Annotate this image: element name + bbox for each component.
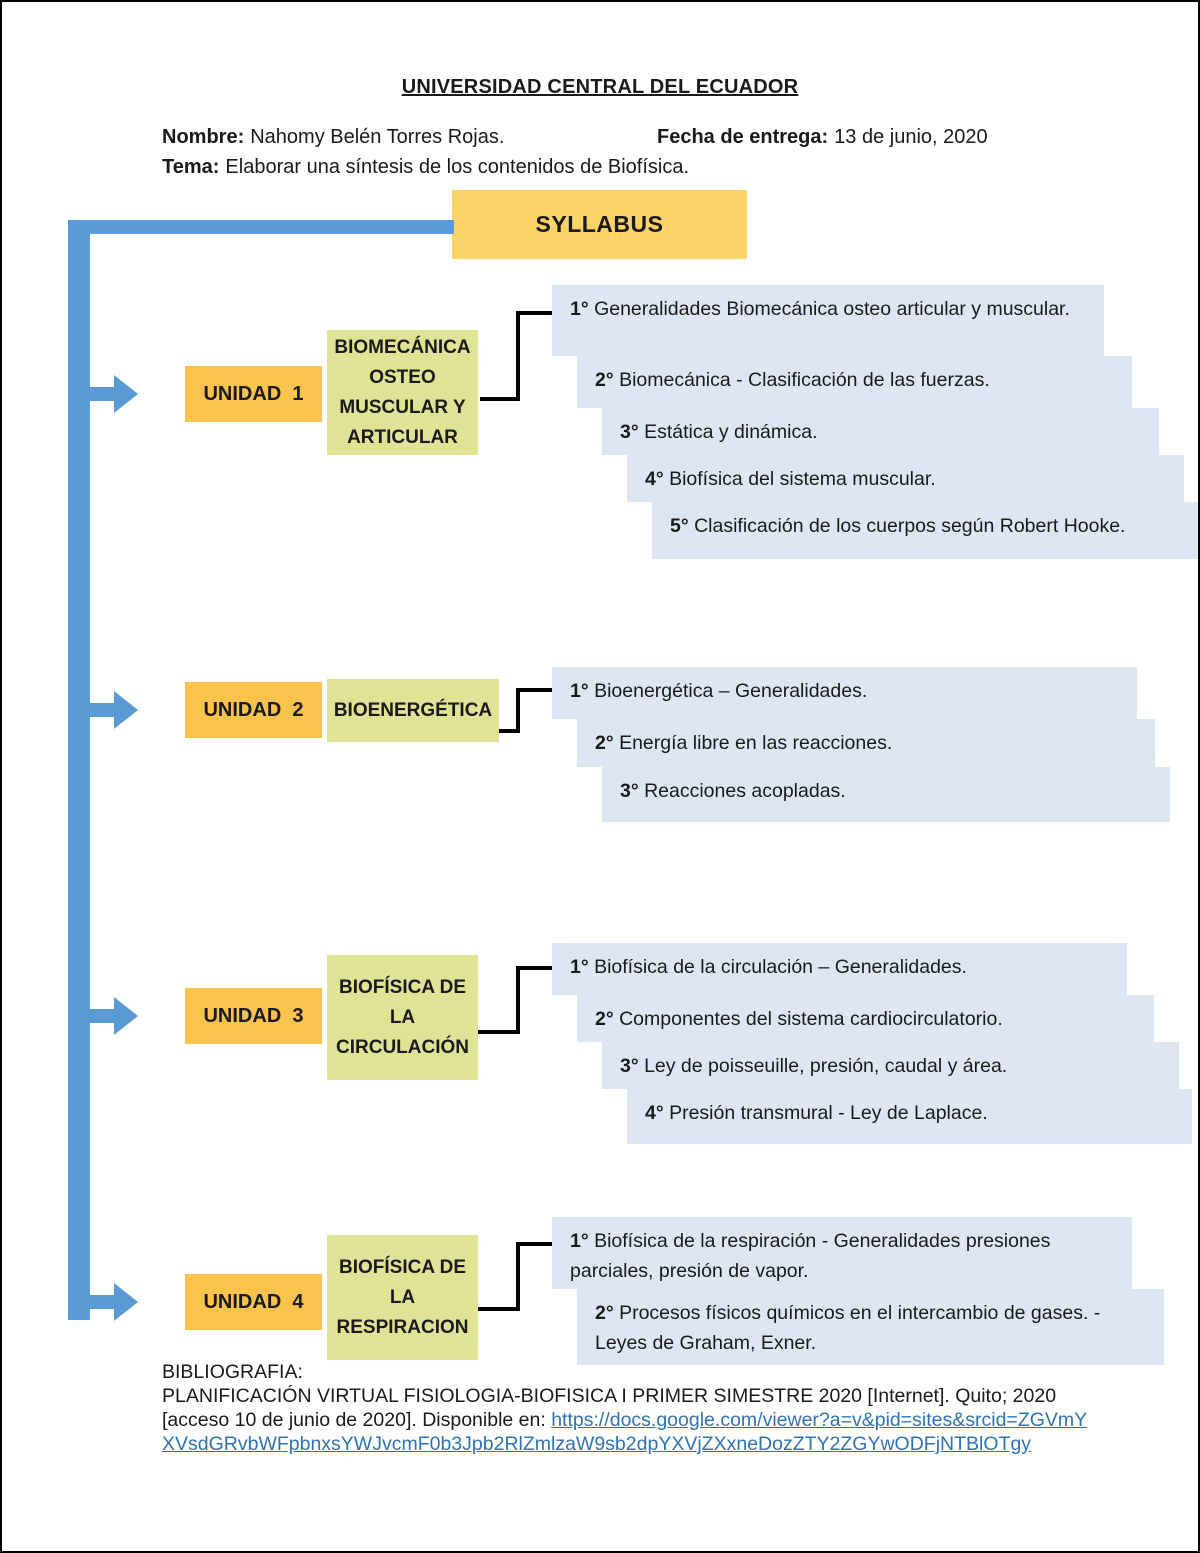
unit-1-item-4: 4° Biofísica del sistema muscular. (627, 455, 1184, 502)
unit-3-topic: BIOFÍSICA DE LA CIRCULACIÓN (336, 976, 469, 1058)
unit-4-label: UNIDAD 4 (203, 1290, 304, 1313)
spine-vertical-line (68, 220, 90, 1320)
unit-3-label: UNIDAD 3 (203, 1004, 304, 1027)
spine-horizontal-line (68, 220, 454, 234)
unit-1-label: UNIDAD 1 (203, 382, 304, 405)
syllabus-box: SYLLABUS (452, 190, 747, 259)
nombre-line: Nombre:Nahomy Belén Torres Rojas. (162, 124, 504, 150)
unit-2-item-3: 3° Reacciones acopladas. (602, 767, 1170, 822)
unit-4-topic: BIOFÍSICA DE LA RESPIRACION (336, 1256, 469, 1338)
unit-4-item-2: 2° Procesos físicos químicos en el inter… (577, 1289, 1164, 1365)
unit-2-item-1: 1° Bioenergética – Generalidades. (552, 667, 1137, 719)
unit-2-topic-box: BIOENERGÉTICA (327, 679, 499, 742)
bibliography-link[interactable]: https://docs.google.com/viewer?a=v&pid=s… (162, 1409, 1088, 1455)
unit-3-item-4: 4° Presión transmural - Ley de Laplace. (627, 1089, 1192, 1144)
unit-1-item-2: 2° Biomecánica - Clasificación de las fu… (577, 356, 1132, 408)
bibliography-citation: PLANIFICACIÓN VIRTUAL FISIOLOGIA-BIOFISI… (162, 1385, 1088, 1455)
unit-4-topic-box: BIOFÍSICA DE LA RESPIRACION (327, 1235, 478, 1360)
unit-1-topic: BIOMECÁNICA OSTEO MUSCULAR Y ARTICULAR (334, 336, 471, 448)
bibliography-label: BIBLIOGRAFIA: (162, 1361, 303, 1383)
bibliography: BIBLIOGRAFIA: PLANIFICACIÓN VIRTUAL FISI… (162, 1360, 1092, 1456)
nombre-value: Nahomy Belén Torres Rojas. (250, 126, 505, 148)
unit-1-box: UNIDAD 1 (185, 366, 322, 422)
unit-2-box: UNIDAD 2 (185, 682, 322, 738)
tema-line: Tema:Elaborar una síntesis de los conten… (162, 154, 689, 180)
tema-value: Elaborar una síntesis de los contenidos … (225, 156, 690, 178)
nombre-label: Nombre: (162, 126, 245, 148)
fecha-label: Fecha de entrega: (657, 126, 829, 148)
unit-2-label: UNIDAD 2 (203, 698, 304, 721)
page-title: UNIVERSIDAD CENTRAL DEL ECUADOR (401, 76, 799, 98)
bracket-unit-1 (480, 311, 552, 401)
fecha-line: Fecha de entrega:13 de junio, 2020 (657, 124, 988, 150)
arrow-unit-4 (90, 1283, 138, 1321)
unit-3-item-2: 2° Componentes del sistema cardiocircula… (577, 995, 1154, 1042)
unit-4-box: UNIDAD 4 (185, 1274, 322, 1330)
unit-4-item-1: 1° Biofísica de la respiración - General… (552, 1217, 1132, 1289)
syllabus-label: SYLLABUS (535, 211, 664, 237)
bracket-unit-2 (499, 688, 552, 733)
bracket-unit-3 (478, 966, 552, 1034)
arrow-unit-3 (90, 997, 138, 1035)
unit-1-item-1: 1° Generalidades Biomecánica osteo artic… (552, 285, 1104, 356)
unit-2-topic: BIOENERGÉTICA (333, 699, 493, 721)
bracket-unit-4 (478, 1242, 552, 1311)
unit-1-item-5: 5° Clasificación de los cuerpos según Ro… (652, 502, 1198, 559)
arrow-unit-2 (90, 691, 138, 729)
arrow-unit-1 (90, 375, 138, 413)
unit-3-topic-box: BIOFÍSICA DE LA CIRCULACIÓN (327, 955, 478, 1080)
fecha-value: 13 de junio, 2020 (834, 126, 988, 148)
unit-3-item-1: 1° Biofísica de la circulación – General… (552, 943, 1127, 995)
tema-label: Tema: (162, 156, 220, 178)
unit-1-item-3: 3° Estática y dinámica. (602, 408, 1159, 455)
unit-2-item-2: 2° Energía libre en las reacciones. (577, 719, 1155, 767)
unit-3-box: UNIDAD 3 (185, 988, 322, 1044)
unit-3-item-3: 3° Ley de poisseuille, presión, caudal y… (602, 1042, 1179, 1089)
unit-1-topic-box: BIOMECÁNICA OSTEO MUSCULAR Y ARTICULAR (327, 330, 478, 455)
